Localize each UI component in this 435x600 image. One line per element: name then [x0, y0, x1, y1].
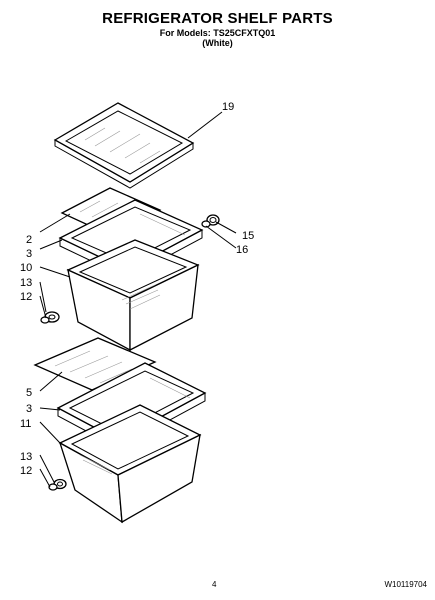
fastener-12-13-upper	[40, 311, 60, 324]
callout-5: 5	[26, 387, 32, 399]
crisper-drawer-11	[58, 404, 202, 524]
callout-3-upper: 3	[26, 248, 32, 260]
models-line: For Models: TS25CFXTQ01	[159, 28, 276, 38]
callout-16: 16	[236, 244, 248, 256]
page-title: REFRIGERATOR SHELF PARTS	[102, 10, 333, 27]
callout-11: 11	[20, 418, 31, 430]
glass-shelf-19	[53, 102, 195, 189]
crisper-cover-glass-5	[33, 337, 157, 391]
callout-12-upper: 12	[20, 291, 32, 303]
callout-12-lower: 12	[20, 465, 32, 477]
callout-15: 15	[242, 230, 254, 242]
callout-13-upper: 13	[20, 277, 32, 289]
callout-3-lower: 3	[26, 403, 32, 415]
leader-lines	[39, 111, 237, 488]
document-number: W10119704	[384, 580, 427, 589]
callout-10: 10	[20, 262, 32, 274]
callout-13-lower: 13	[20, 451, 32, 463]
color-line: (White)	[202, 38, 233, 48]
callout-2: 2	[26, 234, 32, 246]
fastener-12-13-lower	[48, 478, 67, 491]
page-number: 4	[212, 580, 217, 589]
callout-19: 19	[222, 101, 234, 113]
screw-15-washer-16	[201, 214, 220, 228]
crisper-drawer-10	[66, 239, 200, 352]
